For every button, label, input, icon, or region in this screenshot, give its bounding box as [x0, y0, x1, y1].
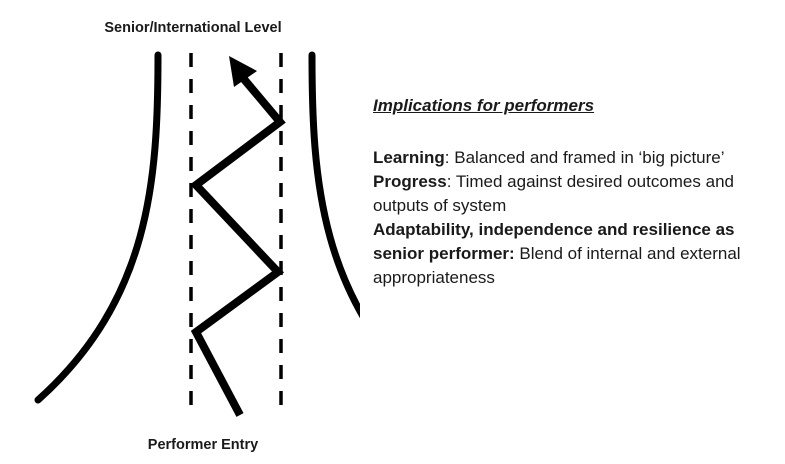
learning-text: : Balanced and framed in ‘big picture’ — [444, 148, 725, 167]
learning-term: Learning — [373, 148, 445, 167]
arrow-head-icon — [229, 56, 257, 87]
funnel-right-curve — [308, 51, 360, 318]
panel-title: Implications for performers — [373, 96, 595, 115]
learning-line: Learning: Balanced and framed in ‘big pi… — [373, 146, 778, 170]
progress-term: Progress — [373, 172, 447, 191]
progress-text: : Timed against desired outcomes and out… — [373, 172, 734, 215]
pathway-diagram — [34, 51, 360, 417]
adaptability-term: Adaptability, independence and resilienc… — [373, 220, 735, 263]
zigzag-pathway — [190, 75, 286, 417]
senior-international-level-label: Senior/International Level — [104, 20, 282, 36]
adaptability-line: Adaptability, independence and resilienc… — [373, 218, 778, 290]
funnel-left-curve — [34, 51, 162, 404]
implications-panel: Implications for performers Learning: Ba… — [373, 94, 778, 290]
adaptability-text: Blend of internal and external appropria… — [373, 244, 741, 287]
performer-entry-label: Performer Entry — [147, 437, 259, 453]
progress-line: Progress: Timed against desired outcomes… — [373, 170, 778, 218]
